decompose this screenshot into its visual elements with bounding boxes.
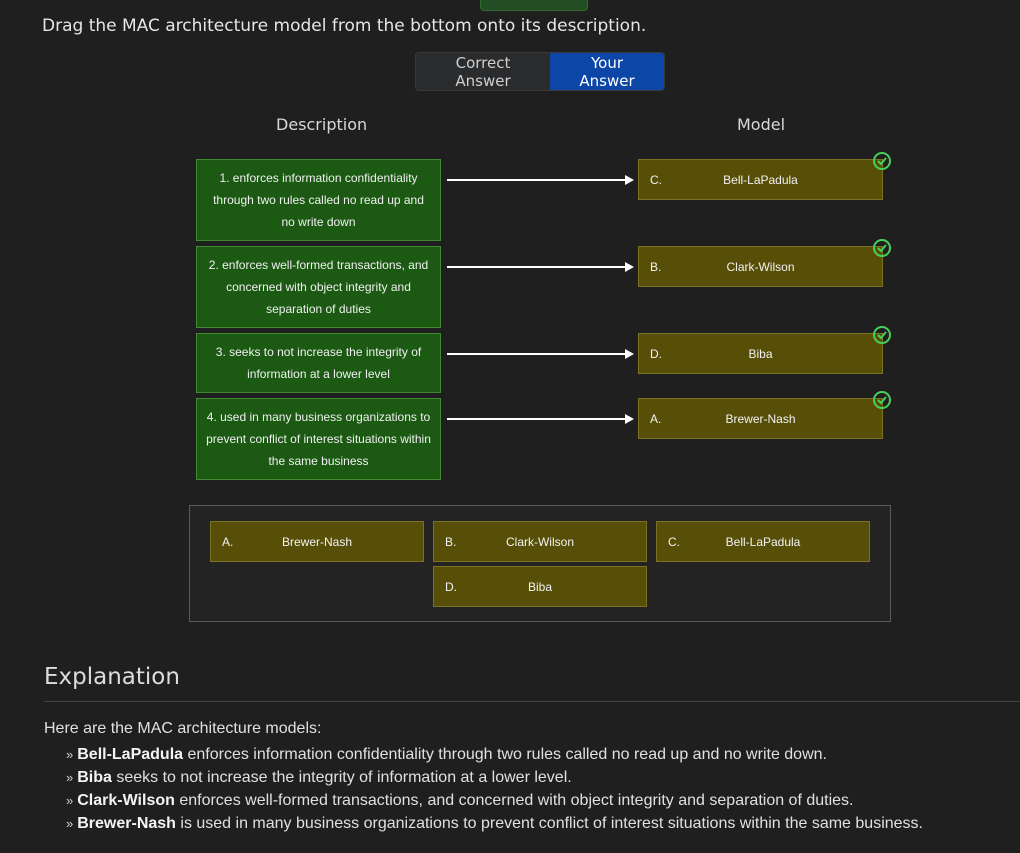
model-letter: A. (650, 411, 662, 426)
model-bank: A. Brewer-Nash B. Clark-Wilson C. Bell-L… (189, 505, 891, 622)
model-letter: C. (650, 172, 662, 187)
model-letter: D. (650, 346, 662, 361)
double-chevron-icon: » (66, 793, 74, 808)
model-name: Brewer-Nash (281, 534, 353, 549)
model-letter: B. (650, 259, 662, 274)
explanation-term: Biba (77, 769, 112, 786)
model-name: Bell-LaPadula (725, 534, 801, 549)
model-letter: B. (445, 534, 457, 549)
description-item-2: 2. enforces well-formed transactions, an… (196, 246, 441, 328)
model-name: Bell-LaPadula (723, 172, 798, 187)
explanation-text: is used in many business organizations t… (175, 815, 923, 832)
instruction-text: Drag the MAC architecture model from the… (42, 16, 647, 36)
placed-model-1[interactable]: C. Bell-LaPadula (638, 159, 883, 200)
correct-answer-button[interactable]: Correct Answer (416, 53, 550, 90)
explanation-item: »Brewer-Nash is used in many business or… (66, 812, 923, 835)
explanation-text: enforces information confidentiality thr… (183, 746, 827, 763)
double-chevron-icon: » (66, 770, 74, 785)
explanation-item: »Bell-LaPadula enforces information conf… (66, 743, 923, 766)
explanation-heading: Explanation (44, 664, 180, 690)
placed-model-3[interactable]: D. Biba (638, 333, 883, 374)
bank-model-c[interactable]: C. Bell-LaPadula (656, 521, 870, 562)
double-chevron-icon: » (66, 816, 74, 831)
model-name: Clark-Wilson (726, 259, 795, 274)
bank-model-b[interactable]: B. Clark-Wilson (433, 521, 647, 562)
match-arrow-2 (447, 262, 634, 272)
description-item-4: 4. used in many business organizations t… (196, 398, 441, 480)
check-circle-icon (873, 239, 891, 257)
description-column-header: Description (276, 115, 368, 134)
match-arrow-1 (447, 175, 634, 185)
check-circle-icon (873, 326, 891, 344)
description-item-3: 3. seeks to not increase the integrity o… (196, 333, 441, 393)
placed-model-4[interactable]: A. Brewer-Nash (638, 398, 883, 439)
explanation-term: Bell-LaPadula (77, 746, 184, 763)
placed-model-2[interactable]: B. Clark-Wilson (638, 246, 883, 287)
previous-section-tab (480, 0, 588, 11)
model-name: Clark-Wilson (505, 534, 574, 549)
explanation-item: »Clark-Wilson enforces well-formed trans… (66, 789, 923, 812)
explanation-text: enforces well-formed transactions, and c… (174, 792, 854, 809)
bank-model-a[interactable]: A. Brewer-Nash (210, 521, 424, 562)
explanation-list: »Bell-LaPadula enforces information conf… (66, 743, 923, 835)
explanation-term: Clark-Wilson (77, 792, 175, 809)
model-letter: D. (445, 579, 457, 594)
answer-view-toggle: Correct Answer Your Answer (415, 52, 665, 91)
match-arrow-4 (447, 414, 634, 424)
explanation-term: Brewer-Nash (77, 815, 176, 832)
explanation-intro: Here are the MAC architecture models: (44, 720, 322, 737)
check-circle-icon (873, 391, 891, 409)
model-letter: A. (222, 534, 234, 549)
model-column-header: Model (737, 115, 786, 134)
check-circle-icon (873, 152, 891, 170)
description-item-1: 1. enforces information confidentiality … (196, 159, 441, 241)
bank-model-d[interactable]: D. Biba (433, 566, 647, 607)
explanation-divider (44, 701, 1020, 702)
model-name: Biba (748, 346, 773, 361)
explanation-text: seeks to not increase the integrity of i… (111, 769, 572, 786)
model-name: Brewer-Nash (725, 411, 796, 426)
double-chevron-icon: » (66, 747, 74, 762)
model-letter: C. (668, 534, 680, 549)
explanation-item: »Biba seeks to not increase the integrit… (66, 766, 923, 789)
model-name: Biba (527, 579, 553, 594)
your-answer-button[interactable]: Your Answer (550, 53, 664, 90)
match-arrow-3 (447, 349, 634, 359)
